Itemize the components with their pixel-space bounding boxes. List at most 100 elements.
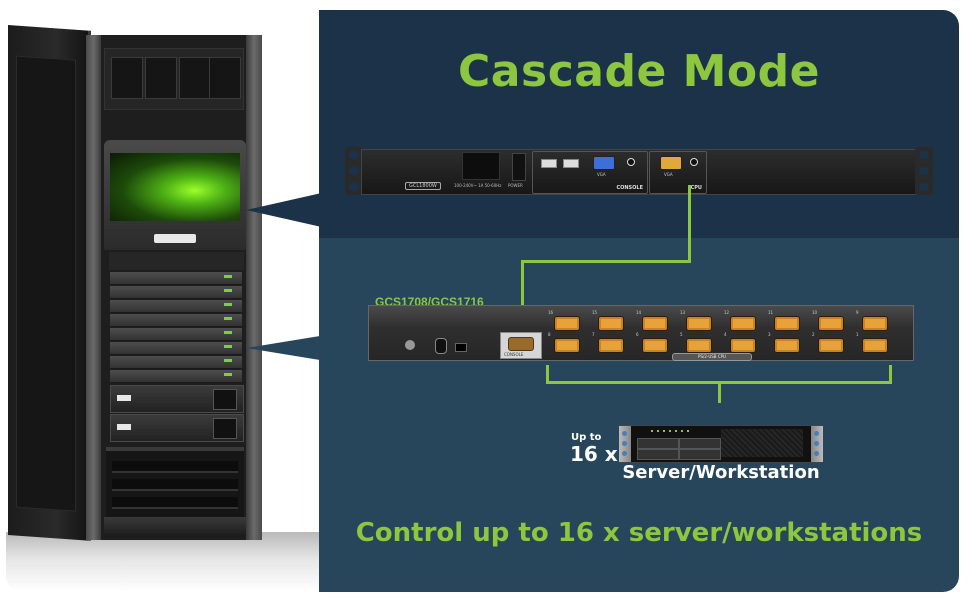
tagline: Control up to 16 x server/workstations [355, 518, 923, 548]
usb-port-icon [541, 159, 557, 168]
bracket-line [546, 365, 549, 383]
rack-door [8, 25, 91, 541]
power-socket-icon [462, 152, 500, 180]
bracket-line [889, 365, 892, 383]
vga-port-icon [660, 156, 682, 170]
kvm-drawer-screen [110, 153, 240, 221]
ups-logo [117, 395, 131, 401]
server-up-to-label: Up to [571, 432, 602, 443]
bracket-line [718, 381, 721, 403]
drive-bay [209, 57, 241, 99]
server-ear-dot [622, 451, 627, 456]
panel-top [319, 10, 959, 238]
cpu-port-number: 10 [812, 310, 818, 315]
server-ear-dot [814, 441, 819, 446]
rack-plinth [104, 517, 246, 537]
console-port-group: VGA CONSOLE [532, 151, 648, 194]
cpu-port-number: 1 [856, 332, 859, 337]
power-label: POWER [508, 183, 523, 188]
server-icon [619, 425, 823, 463]
vga-label: VGA [664, 172, 673, 177]
audio-jack-icon [627, 158, 635, 166]
kvm-switch-unit [110, 356, 242, 369]
rack-ear-left [345, 147, 363, 195]
server-drive-bay [679, 438, 721, 449]
server-status-leds [651, 430, 691, 432]
server-drive-bay [637, 438, 679, 449]
server-drive-bay [637, 449, 679, 460]
ups-battery-panel [213, 418, 237, 439]
drive-bay [111, 57, 143, 99]
cpu-port-6 [642, 338, 668, 353]
cpu-port-number: 2 [812, 332, 815, 337]
cpu-port-number: 11 [768, 310, 774, 315]
ear-hole [349, 167, 359, 175]
ear-hole [919, 151, 929, 159]
rack-ear-right [915, 147, 933, 195]
cpu-port-3 [774, 338, 800, 353]
kvm-switch-unit [110, 342, 242, 355]
cpu-port-5 [686, 338, 712, 353]
cpu-port-2 [818, 338, 844, 353]
cpu-port-group: VGA CPU [649, 151, 707, 194]
cpu-port-7 [598, 338, 624, 353]
callout-wedge-shape [246, 192, 326, 228]
rack-storage-unit [104, 48, 244, 110]
drive-bay [145, 57, 177, 99]
kvm-switch-unit [110, 272, 242, 285]
rack-post-right [246, 35, 262, 540]
server-vent-grille [721, 429, 803, 457]
infographic-frame: Cascade Mode GCL1800W 100-240V~ 1A 50-60… [6, 10, 959, 592]
model-label: GCL1800W [405, 182, 441, 190]
cpu-port-number: 14 [636, 310, 642, 315]
device-rear-panel: GCL1800W 100-240V~ 1A 50-60Hz POWER VGA … [361, 149, 919, 195]
vent-slat [112, 461, 238, 473]
rack-door-glass [16, 55, 76, 512]
cpu-port-number: 13 [680, 310, 686, 315]
cpu-port-9 [862, 316, 888, 331]
cpu-port-15 [598, 316, 624, 331]
server-drive-bay [679, 449, 721, 460]
usb-port-icon [563, 159, 579, 168]
cpu-port-14 [642, 316, 668, 331]
server-ear-dot [622, 441, 627, 446]
server-ear [619, 426, 631, 462]
cpu-port-4 [730, 338, 756, 353]
cpu-port-number: 4 [724, 332, 727, 337]
dc-power-port-icon [455, 343, 467, 352]
kvm-drawer-buttons [154, 234, 196, 243]
kvm-switch-unit [110, 314, 242, 327]
cpu-port-number: 6 [636, 332, 639, 337]
server-ear-dot [814, 451, 819, 456]
callout-wedge-console [246, 192, 326, 228]
kvm-switch-unit [110, 328, 242, 341]
voltage-label: 100-240V~ 1A 50-60Hz [454, 183, 502, 188]
cpu-port-number: 16 [548, 310, 554, 315]
cpu-port-number: 15 [592, 310, 598, 315]
cpu-port-8 [554, 338, 580, 353]
rack-post-left [86, 35, 101, 540]
vga-port-icon [508, 337, 534, 351]
kvm-drawer-base [109, 252, 244, 270]
cpu-port-10 [818, 316, 844, 331]
ground-screw-icon [405, 340, 415, 350]
server-label: Server/Workstation [622, 462, 820, 483]
ups-battery-unit [110, 414, 244, 442]
server-ear [811, 426, 823, 462]
console-label: CONSOLE [504, 352, 524, 357]
callout-wedge-switch [246, 335, 326, 361]
cpu-port-number: 3 [768, 332, 771, 337]
ups-unit [110, 385, 244, 413]
kvm-switch-unit [110, 286, 242, 299]
callout-wedge-shape [246, 335, 326, 361]
cpu-port-13 [686, 316, 712, 331]
page-title: Cascade Mode [458, 46, 820, 97]
connection-line [521, 260, 524, 338]
vent-slat [112, 497, 238, 509]
cpu-port-1 [862, 338, 888, 353]
cpu-port-12 [730, 316, 756, 331]
connection-line [688, 185, 691, 262]
cpu-port-11 [774, 316, 800, 331]
audio-jack-icon [690, 158, 698, 166]
